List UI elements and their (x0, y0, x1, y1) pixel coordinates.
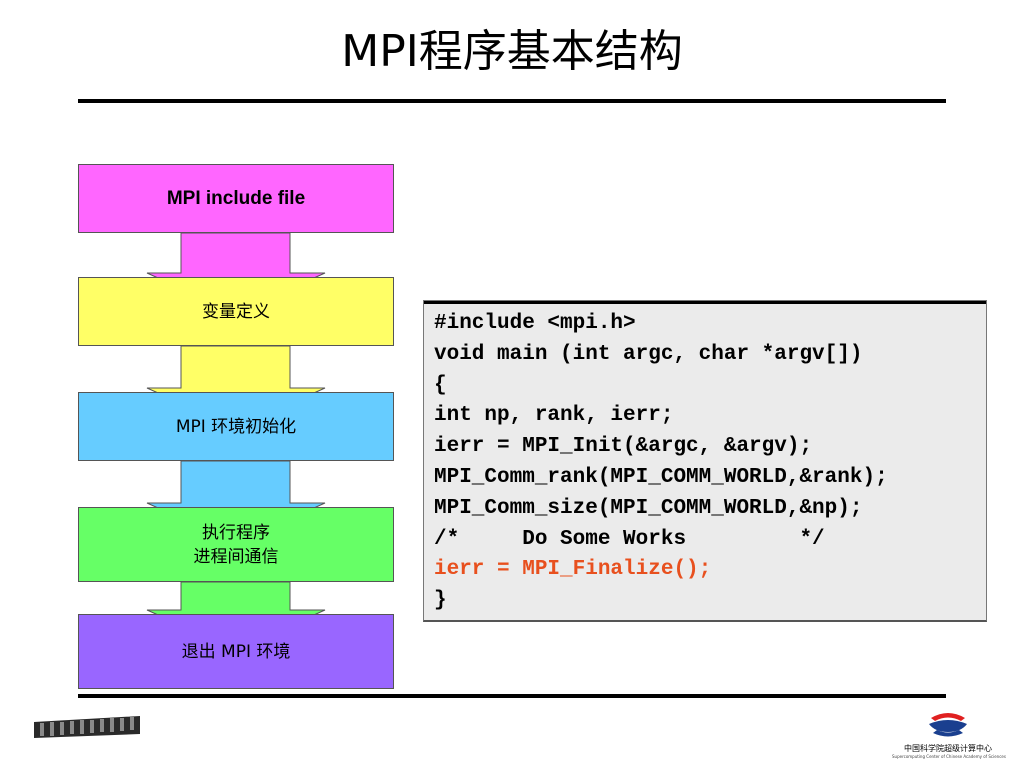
org-name-cn: 中国科学院超级计算中心 (904, 744, 992, 753)
title-divider (78, 99, 946, 103)
flow-step-label: 变量定义 (202, 301, 270, 322)
flow-step-label: 执行程序 (202, 522, 270, 543)
code-panel: #include <mpi.h> void main (int argc, cha… (423, 300, 987, 622)
code-line: ierr = MPI_Finalize(); (434, 558, 712, 582)
code-line: MPI_Comm_size(MPI_COMM_WORLD,&np); (434, 496, 863, 520)
flow-step-2: 变量定义 (78, 277, 394, 346)
flow-step-1: MPI include file (78, 164, 394, 233)
footer-divider (78, 694, 946, 698)
flow-step-label: MPI 环境初始化 (175, 416, 297, 437)
code-line: ierr = MPI_Init(&argc, &argv); (434, 435, 813, 459)
org-emblem-icon (929, 713, 967, 737)
flow-step-4: 执行程序进程间通信 (78, 507, 394, 582)
code-line: #include <mpi.h> (434, 312, 636, 335)
flow-step-label: MPI include file (166, 187, 306, 209)
code-listing: #include <mpi.h> void main (int argc, cha… (434, 309, 976, 617)
flow-step-label: 退出 MPI 环境 (181, 641, 291, 662)
code-line: { (434, 373, 447, 397)
code-panel-top-border (424, 301, 986, 304)
org-logo: 中国科学院超级计算中心 Supercomputing Center of Chi… (892, 712, 1006, 760)
supercomputer-image (34, 712, 140, 746)
org-name-en: Supercomputing Center of Chinese Academy… (892, 754, 1006, 759)
slide-title: MPI程序基本结构 (341, 26, 683, 77)
flow-step-5: 退出 MPI 环境 (78, 614, 394, 689)
code-line: MPI_Comm_rank(MPI_COMM_WORLD,&rank); (434, 465, 888, 489)
flow-step-3: MPI 环境初始化 (78, 392, 394, 461)
code-line: /* Do Some Works */ (434, 527, 825, 551)
flow-step-label: 进程间通信 (193, 546, 279, 567)
code-line: void main (int argc, char *argv[]) (434, 342, 863, 366)
code-line: int np, rank, ierr; (434, 404, 674, 428)
code-line: } (434, 589, 447, 613)
